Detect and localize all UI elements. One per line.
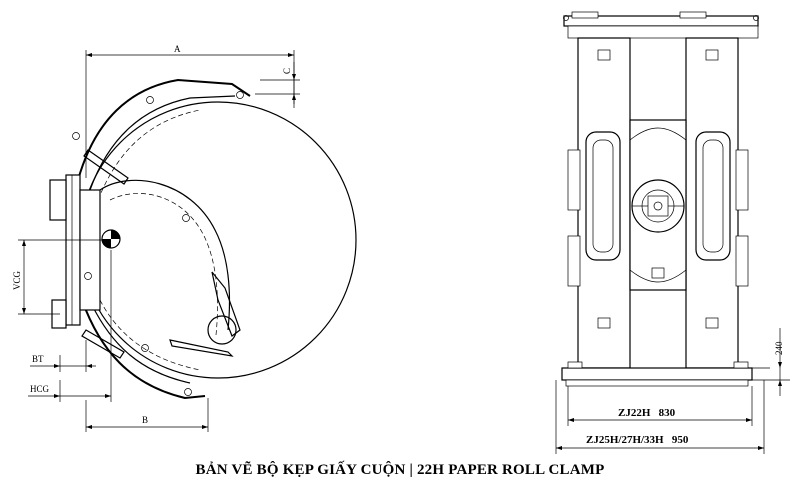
dim-hcg-label: HCG xyxy=(30,384,50,394)
pad-roller xyxy=(207,315,237,345)
pad-arc xyxy=(99,179,231,331)
dim-240-label: 240 xyxy=(774,341,784,355)
dim-a-label: A xyxy=(174,44,181,54)
lower-arm-inner xyxy=(91,304,191,384)
carriage-bracket xyxy=(49,179,67,221)
rotator-body xyxy=(79,189,101,311)
carriage-plate xyxy=(65,174,81,326)
upper-arm-inner xyxy=(89,95,236,191)
bottom-clamp-base xyxy=(561,367,753,381)
dim-width-22h-label: ZJ22H 830 xyxy=(618,407,676,419)
lower-shoe xyxy=(169,339,234,357)
dim-vcg: VCG xyxy=(12,239,104,315)
dim-width-22h: ZJ22H 830 xyxy=(567,386,753,426)
lower-arm-outer xyxy=(81,299,206,400)
pad-arc-dash xyxy=(109,193,218,336)
upper-arm-track xyxy=(97,109,201,201)
bolt-holes xyxy=(72,91,244,396)
dim-b: B xyxy=(85,398,209,432)
dim-hcg: HCG xyxy=(28,250,112,402)
lower-arm-track xyxy=(99,299,201,371)
dim-bt-label: BT xyxy=(32,354,44,364)
paper-roll xyxy=(79,101,357,379)
dim-a: A xyxy=(85,44,295,178)
center-of-gravity-icon xyxy=(101,229,121,249)
dim-bt: BT xyxy=(30,340,96,372)
dim-vcg-label: VCG xyxy=(12,270,22,290)
upper-cylinder xyxy=(83,149,129,185)
dim-b-label: B xyxy=(142,415,148,425)
dim-c-label: C xyxy=(282,68,292,74)
dim-width-large: ZJ25H/27H/33H 950 xyxy=(555,380,765,454)
upper-arm-outer xyxy=(77,78,251,181)
drawing-caption: BẢN VẼ BỘ KẸP GIẤY CUỘN | 22H PAPER ROLL… xyxy=(195,462,605,478)
dim-width-large-label: ZJ25H/27H/33H 950 xyxy=(586,434,689,446)
dim-240: 240 xyxy=(752,328,790,396)
front-view: 240 ZJ22H 830 ZJ25H/27H/33H 950 xyxy=(555,11,790,454)
fixing-plates xyxy=(597,49,719,329)
dim-c: C xyxy=(255,62,300,104)
side-view: A C VCG BT xyxy=(12,44,357,432)
rotator-hub xyxy=(631,179,685,233)
